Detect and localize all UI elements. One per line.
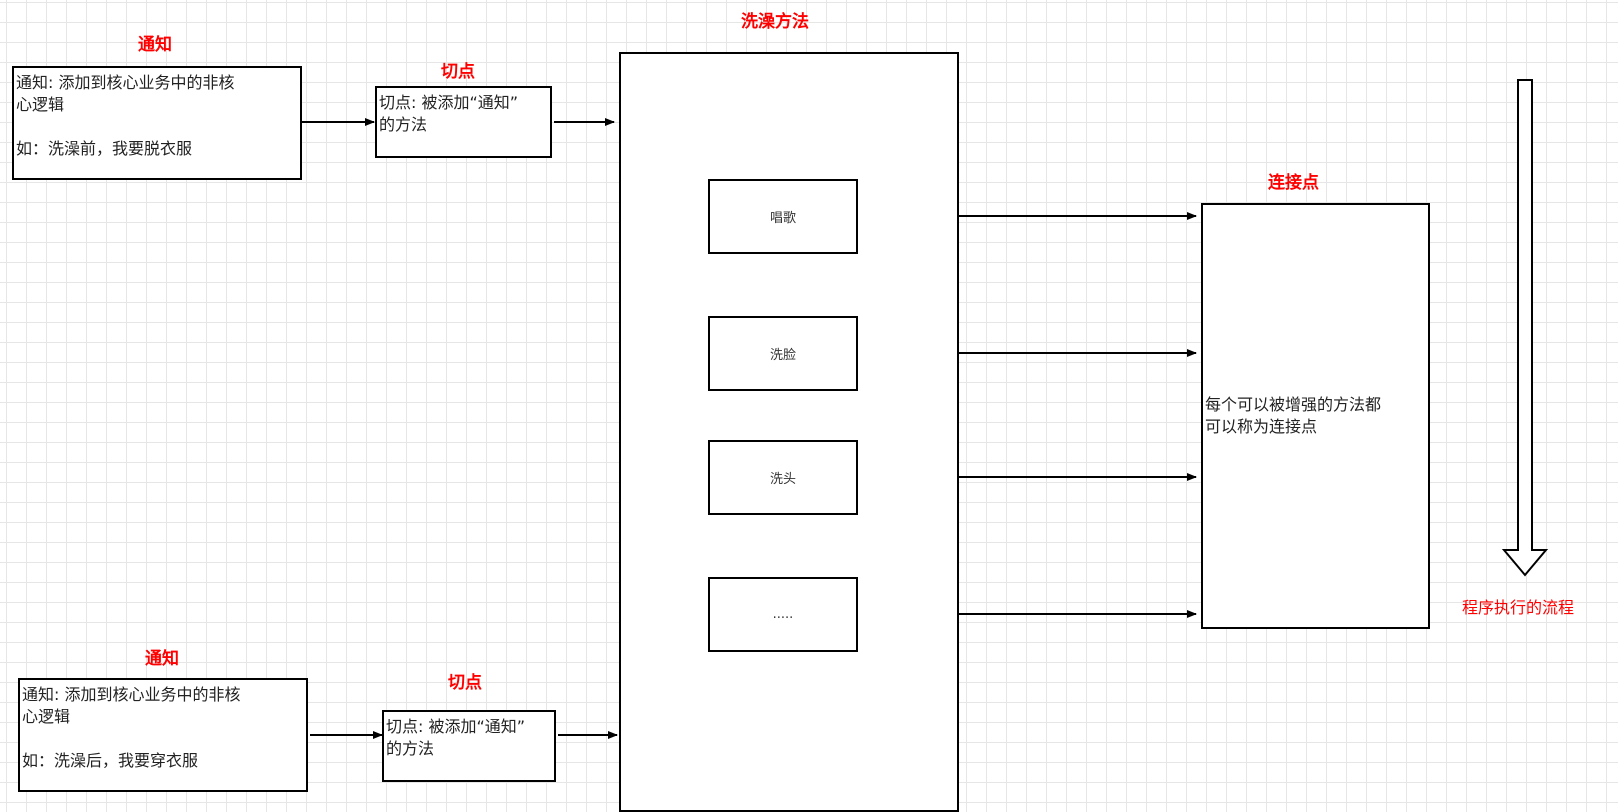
join-point-line-2: 可以称为连接点 (1205, 417, 1318, 436)
advice-bottom-title: 通知 (145, 649, 179, 669)
step-box-4: ..... (708, 577, 858, 652)
advice-bottom-line-2: 心逻辑 (22, 707, 71, 726)
step-box-2: 洗脸 (708, 316, 858, 391)
step-box-3: 洗头 (708, 440, 858, 515)
join-point-box: 每个可以被增强的方法都 可以称为连接点 (1201, 203, 1430, 629)
advice-box-top: 通知: 添加到核心业务中的非核 心逻辑 如：洗澡前，我要脱衣服 (12, 66, 302, 180)
pointcut-bottom-line-2: 的方法 (386, 739, 435, 758)
advice-bottom-line-3: 如：洗澡后，我要穿衣服 (22, 751, 199, 770)
join-point-title: 连接点 (1268, 173, 1319, 193)
step-3-label: 洗头 (769, 472, 796, 487)
join-point-line-1: 每个可以被增强的方法都 (1205, 395, 1382, 414)
program-flow-label: 程序执行的流程 (1462, 598, 1575, 617)
advice-top-line-1: 通知: 添加到核心业务中的非核 (16, 73, 235, 92)
advice-top-line-2: 心逻辑 (16, 95, 65, 114)
advice-top-title: 通知 (138, 35, 172, 55)
program-flow-arrow (1501, 79, 1549, 577)
advice-top-line-3: 如：洗澡前，我要脱衣服 (16, 139, 193, 158)
method-box (619, 52, 959, 812)
pointcut-box-bottom: 切点: 被添加“通知” 的方法 (382, 710, 556, 782)
advice-box-bottom: 通知: 添加到核心业务中的非核 心逻辑 如：洗澡后，我要穿衣服 (18, 678, 308, 792)
pointcut-top-line-1: 切点: 被添加“通知” (379, 93, 519, 112)
step-1-label: 唱歌 (769, 211, 796, 226)
pointcut-box-top: 切点: 被添加“通知” 的方法 (375, 86, 552, 158)
pointcut-top-line-2: 的方法 (379, 115, 428, 134)
pointcut-bottom-line-1: 切点: 被添加“通知” (386, 717, 526, 736)
step-2-label: 洗脸 (769, 348, 796, 363)
step-box-1: 唱歌 (708, 179, 858, 254)
pointcut-bottom-title: 切点 (448, 673, 482, 693)
step-4-label: ..... (772, 607, 794, 622)
pointcut-top-title: 切点 (441, 62, 475, 82)
method-title: 洗澡方法 (741, 12, 809, 32)
advice-bottom-line-1: 通知: 添加到核心业务中的非核 (22, 685, 241, 704)
